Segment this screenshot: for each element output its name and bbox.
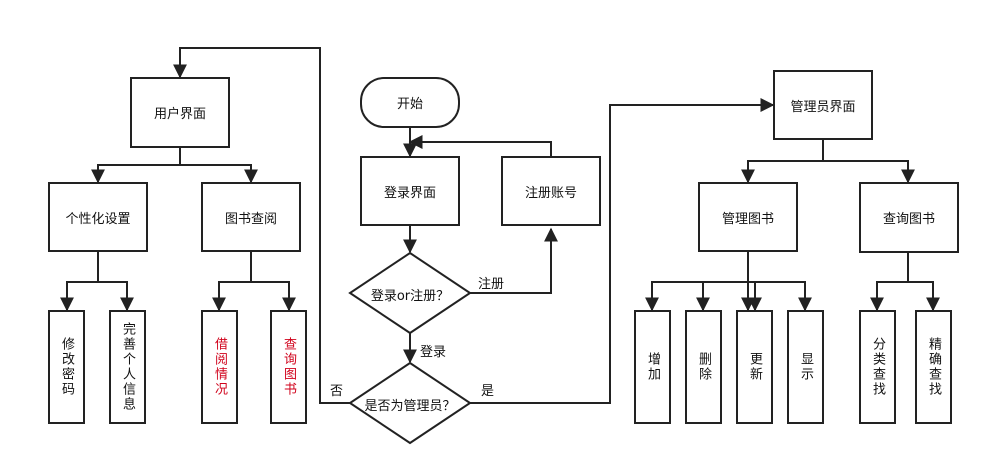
edge-decision-register (470, 227, 558, 294)
edge-register-back (408, 135, 552, 156)
change-password-box: 修改密码 (48, 310, 85, 424)
borrow-status-box: 借阅情况 (201, 310, 238, 424)
book-query-box: 图书查阅 (201, 182, 301, 252)
manage-books-box: 管理图书 (698, 182, 798, 252)
login-page-box: 登录界面 (360, 156, 460, 226)
add-box: 增加 (634, 310, 671, 424)
is-admin-label: 是否为管理员？ (364, 399, 456, 414)
admin-interface-box: 管理员界面 (773, 70, 873, 140)
edge-yes-admin (470, 98, 775, 404)
user-query-books-box: 查询图书 (270, 310, 307, 424)
edge-label-register: 注册 (478, 277, 505, 292)
edge-label-yes: 是 (481, 384, 495, 399)
personal-settings-box: 个性化设置 (48, 182, 148, 252)
complete-info-box: 完善个人信息 (109, 310, 146, 424)
decision-is-admin (348, 361, 472, 445)
login-or-register-label: 登录or注册？ (370, 289, 450, 304)
edge-label-no: 否 (330, 384, 344, 399)
category-search-box: 分类查找 (859, 310, 896, 424)
decision-login-or-register (348, 251, 472, 335)
show-box: 显示 (787, 310, 824, 424)
admin-query-books-box: 查询图书 (859, 182, 959, 253)
update-box: 更新 (736, 310, 773, 424)
delete-box: 删除 (685, 310, 722, 424)
user-interface-box: 用户界面 (130, 77, 230, 148)
edge-label-login: 登录 (420, 345, 447, 360)
register-account-box: 注册账号 (501, 156, 601, 226)
start-node: 开始 (360, 77, 460, 128)
edge-no-user (173, 47, 350, 404)
exact-search-box: 精确查找 (915, 310, 952, 424)
